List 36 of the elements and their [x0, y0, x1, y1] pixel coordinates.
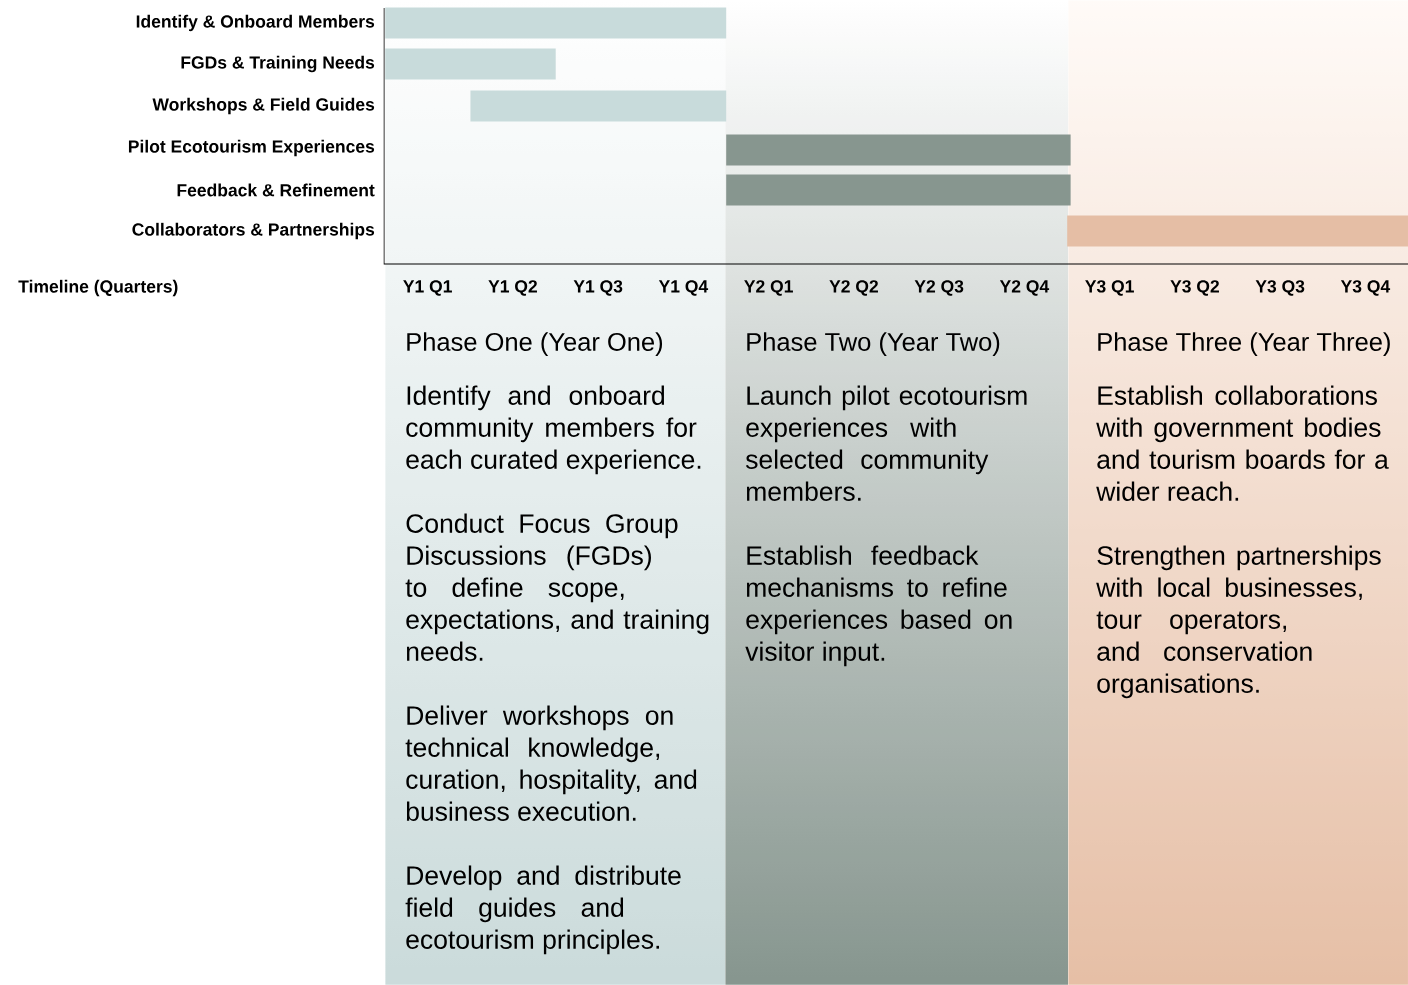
task-label: Collaborators & Partnerships [132, 222, 375, 240]
tick-label: Y2 Q2 [829, 280, 878, 296]
tick-label: Y3 Q4 [1340, 280, 1391, 296]
tick-label: Y3 Q3 [1255, 280, 1305, 296]
phase-heading: Phase Two (Year Two) [747, 332, 1000, 356]
description-text: Identify and onboard community members for each curated experience. [406, 385, 701, 475]
phase-heading: Phase One (Year One) [407, 332, 663, 356]
tick-label: Y3 Q1 [1085, 280, 1134, 296]
description-text: Launch pilot ecotourism experiences with selected community members. [745, 385, 1027, 501]
gantt-bar [385, 7, 727, 39]
description-text: Strengthen partnerships with local businesses, tour operators, and conservation organisations. [1096, 545, 1381, 699]
phase-heading: Phase Three (Year Three) [1098, 332, 1390, 356]
gantt-bar [1067, 215, 1408, 247]
tick-label: Y1 Q2 [488, 280, 537, 296]
gantt-bar [726, 174, 1071, 206]
description-text: Deliver workshops on technical knowledge, curation, hospitality, and business execution. [405, 705, 697, 821]
tick-label: Y2 Q3 [914, 280, 964, 296]
tick-label: Y1 Q4 [658, 280, 709, 296]
description-text: Develop and distribute field guides and ecotourism principles. [405, 865, 681, 955]
description-text: Conduct Focus Group Discussions (FGDs) to define scope, expectations, and training needs. [405, 513, 709, 661]
task-label: Identify & Onboard Members [136, 14, 375, 32]
tick-label: Y1 Q1 [403, 280, 452, 296]
gantt-bar [470, 90, 727, 122]
task-label: Feedback & Refinement [177, 183, 375, 197]
tick-label: Y3 Q2 [1170, 280, 1219, 296]
description-text: Establish collaborations with government bodies and tourism boards for a wider reach. [1096, 385, 1389, 501]
description-text: Establish feedback mechanisms to refine experiences based on visitor input. [745, 545, 1012, 667]
gantt-bar [385, 48, 556, 80]
task-label: Workshops & Field Guides [152, 97, 375, 115]
tick-label: Y2 Q4 [999, 280, 1050, 296]
gantt-bar [726, 134, 1071, 166]
axis-title: Timeline (Quarters) [18, 279, 178, 297]
tick-label: Y2 Q1 [744, 280, 793, 296]
task-label: Pilot Ecotourism Experiences [128, 139, 375, 157]
tick-label: Y1 Q3 [573, 280, 623, 296]
task-label: FGDs & Training Needs [181, 55, 375, 73]
